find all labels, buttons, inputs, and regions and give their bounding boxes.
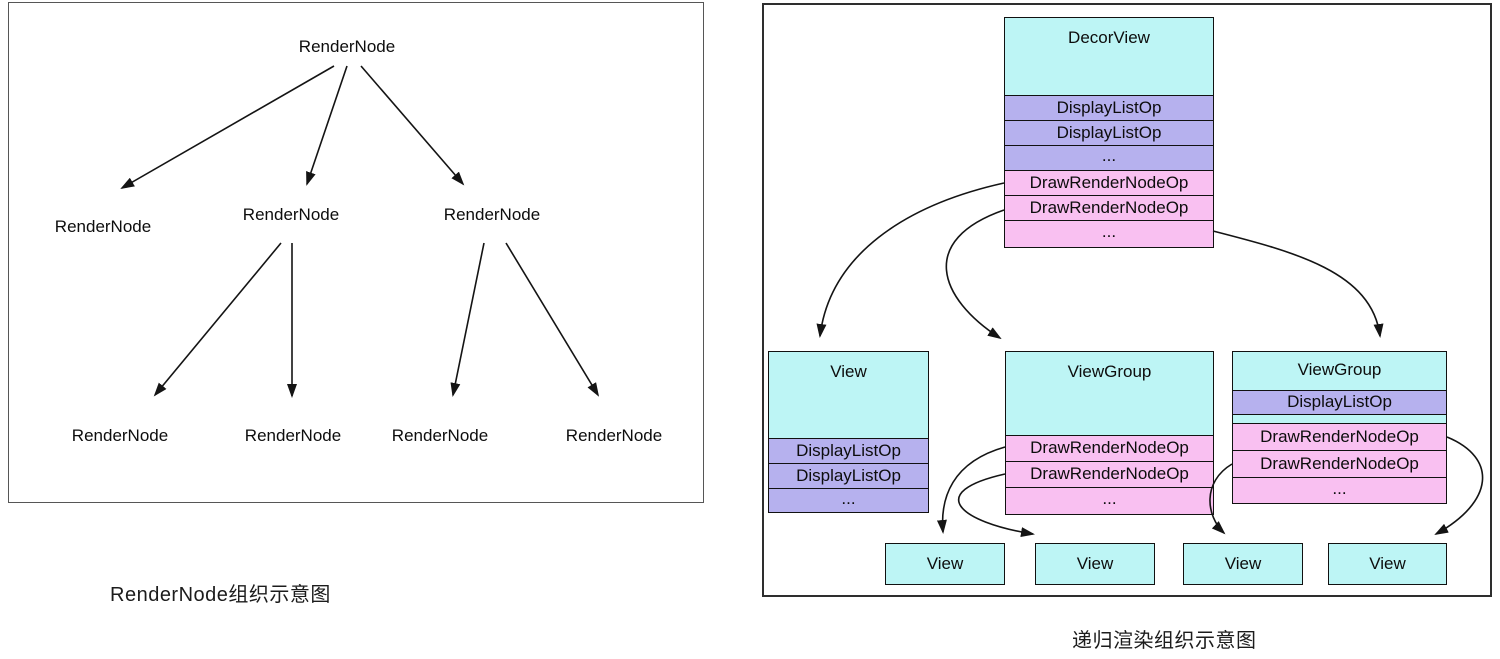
right-diagram-caption: 递归渲染组织示意图 xyxy=(1072,630,1257,652)
leaf-view-1: View xyxy=(885,543,1005,585)
leaf-view-3: View xyxy=(1183,543,1303,585)
drawrendernodeop-row: DrawRenderNodeOp xyxy=(1005,195,1213,220)
ellipsis-row: ... xyxy=(1005,145,1213,170)
rendernode-leaf-3-label: RenderNode xyxy=(391,426,489,445)
spacer-row xyxy=(1233,414,1446,423)
displaylistop-row: DisplayListOp xyxy=(1233,390,1446,414)
viewgroup-right-box: ViewGroup DisplayListOp DrawRenderNodeOp… xyxy=(1232,351,1447,504)
drawrendernodeop-row: DrawRenderNodeOp xyxy=(1233,450,1446,477)
viewgroup-right-title: ViewGroup xyxy=(1233,352,1446,390)
rendernode-mid-3-label: RenderNode xyxy=(443,205,541,224)
displaylistop-row: DisplayListOp xyxy=(769,463,928,488)
left-diagram-caption: RenderNode组织示意图 xyxy=(110,584,331,606)
view-title: View xyxy=(769,352,928,438)
leaf-view-4: View xyxy=(1328,543,1447,585)
drawrendernodeop-row: DrawRenderNodeOp xyxy=(1006,435,1213,461)
ellipsis-row: ... xyxy=(1005,220,1213,247)
rendernode-root-label: RenderNode xyxy=(298,37,396,56)
ellipsis-row: ... xyxy=(1006,487,1213,514)
decorview-box: DecorView DisplayListOp DisplayListOp ..… xyxy=(1004,17,1214,248)
ellipsis-row: ... xyxy=(1233,477,1446,503)
viewgroup-mid-box: ViewGroup DrawRenderNodeOp DrawRenderNod… xyxy=(1005,351,1214,515)
rendernode-mid-1-label: RenderNode xyxy=(54,217,152,236)
ellipsis-row: ... xyxy=(769,488,928,512)
rendernode-leaf-1-label: RenderNode xyxy=(71,426,169,445)
leaf-view-2: View xyxy=(1035,543,1155,585)
decorview-title: DecorView xyxy=(1005,18,1213,95)
view-box: View DisplayListOp DisplayListOp ... xyxy=(768,351,929,513)
rendernode-mid-2-label: RenderNode xyxy=(242,205,340,224)
displaylistop-row: DisplayListOp xyxy=(1005,95,1213,120)
drawrendernodeop-row: DrawRenderNodeOp xyxy=(1005,170,1213,195)
displaylistop-row: DisplayListOp xyxy=(1005,120,1213,145)
rendernode-leaf-2-label: RenderNode xyxy=(244,426,342,445)
rendernode-leaf-4-label: RenderNode xyxy=(565,426,663,445)
drawrendernodeop-row: DrawRenderNodeOp xyxy=(1006,461,1213,487)
viewgroup-mid-title: ViewGroup xyxy=(1006,352,1213,435)
drawrendernodeop-row: DrawRenderNodeOp xyxy=(1233,423,1446,450)
displaylistop-row: DisplayListOp xyxy=(769,438,928,463)
